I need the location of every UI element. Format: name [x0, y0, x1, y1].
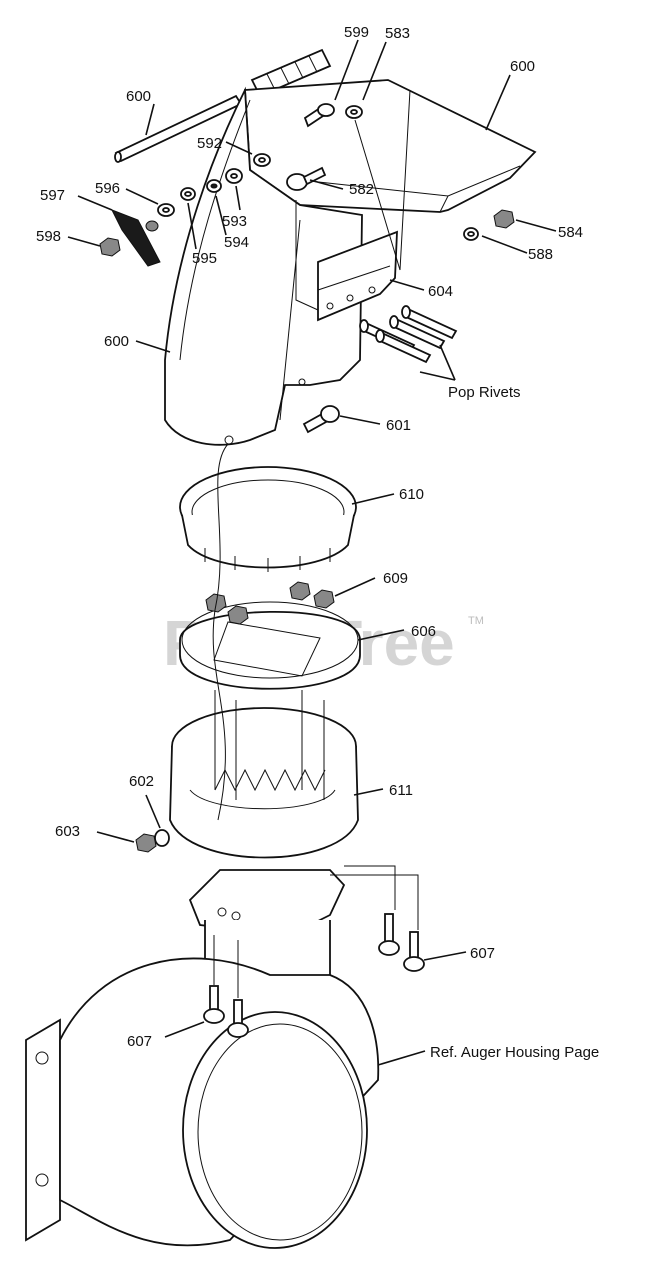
label-588: 588 — [528, 246, 553, 263]
leader-lines — [67, 39, 557, 1066]
label-610: 610 — [399, 486, 424, 503]
label-600-rod: 600 — [126, 88, 151, 105]
washer-595 — [180, 187, 196, 201]
label-583: 583 — [385, 25, 410, 42]
nut-584 — [493, 209, 515, 229]
washer-583 — [345, 105, 363, 119]
auger-housing-part — [25, 920, 380, 1249]
label-600-chute: 600 — [104, 333, 129, 350]
label-584: 584 — [558, 224, 583, 241]
label-604: 604 — [428, 283, 453, 300]
label-609: 609 — [383, 570, 408, 587]
ring-610-part — [179, 466, 357, 572]
chute-body-part — [164, 86, 363, 446]
bolts-607-right — [378, 913, 425, 972]
label-607-right: 607 — [470, 945, 495, 962]
nut-603 — [135, 833, 157, 853]
label-601: 601 — [386, 417, 411, 434]
washer-596 — [157, 203, 175, 217]
label-593: 593 — [222, 213, 247, 230]
bolt-601 — [302, 405, 340, 434]
alignment-lines — [212, 89, 419, 998]
gear-ring-611-part — [169, 707, 359, 859]
upper-deflector-part — [244, 79, 537, 213]
label-600-top: 600 — [510, 58, 535, 75]
label-582: 582 — [349, 181, 374, 198]
part-labels: 599 583 600 600 592 582 597 596 593 584 … — [36, 24, 583, 1050]
label-597: 597 — [40, 187, 65, 204]
washer-602 — [154, 829, 170, 847]
label-594: 594 — [224, 234, 249, 251]
carriage-bolt-582 — [286, 166, 327, 191]
label-595: 595 — [192, 250, 217, 267]
washer-588 — [463, 227, 479, 241]
label-603: 603 — [55, 823, 80, 840]
label-611: 611 — [389, 782, 413, 799]
deflector-plate-part — [317, 230, 398, 322]
label-607-left: 607 — [127, 1033, 152, 1050]
label-592: 592 — [197, 135, 222, 152]
label-598: 598 — [36, 228, 61, 245]
nut-598 — [99, 237, 121, 257]
washer-593 — [225, 168, 243, 184]
label-596: 596 — [95, 180, 120, 197]
label-599: 599 — [344, 24, 369, 41]
pop-rivets — [359, 305, 458, 364]
label-606: 606 — [411, 623, 436, 640]
label-602: 602 — [129, 773, 154, 790]
washer-592 — [253, 153, 271, 167]
note-ref-auger-housing: Ref. Auger Housing Page — [430, 1044, 599, 1061]
bolt-599 — [303, 103, 335, 128]
washer-594 — [206, 179, 222, 193]
note-pop-rivets: Pop Rivets — [448, 384, 521, 401]
watermark-tm: TM — [468, 615, 484, 627]
knob-597 — [110, 209, 161, 267]
nuts-609 — [205, 581, 335, 625]
bolts-607-left — [203, 985, 249, 1038]
